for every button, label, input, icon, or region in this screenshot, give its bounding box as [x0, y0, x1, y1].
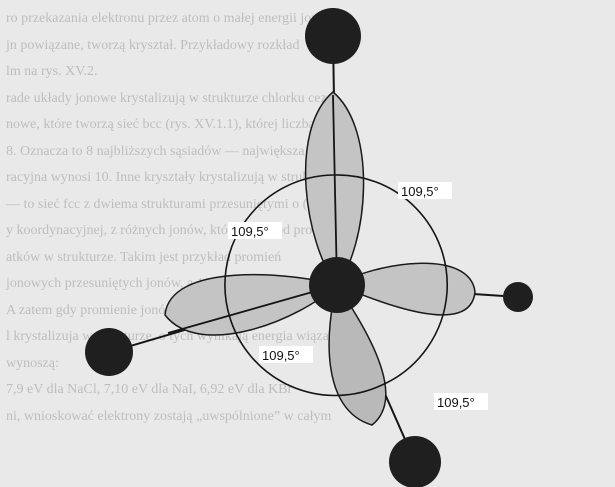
lobe-axis-top — [332, 94, 338, 286]
background-text-line: 7,9 eV dla NaCl, 7,10 eV dla NaI, 6,92 e… — [6, 382, 293, 397]
lobe-axis-left — [167, 284, 338, 334]
background-text-line: rade układy jonowe krystalizują w strukt… — [6, 90, 334, 106]
angle-label-top-right: 109,5° — [401, 184, 439, 199]
background-text-line: ni, wnioskować elektrony zostają „uwspól… — [6, 408, 332, 424]
background-text-line: ro przekazania elektronu przez atom o ma… — [6, 11, 349, 26]
outer-atom-bottom — [389, 436, 441, 487]
background-text-line: nowe, które tworzą sieć bcc (rys. XV.1.1… — [6, 117, 349, 132]
angle-label-bg — [228, 222, 282, 239]
angle-label-bg — [259, 346, 313, 363]
outer-atom-top — [305, 8, 361, 64]
angle-arc-lower-right — [381, 291, 448, 386]
angle-label-left: 109,5° — [231, 224, 269, 239]
angle-label-bottom-right: 109,5° — [437, 395, 475, 410]
angle-arc-lower-left — [229, 317, 383, 397]
background-text-line: jn powiązane, tworzą kryształ. Przykłado… — [6, 37, 300, 53]
outer-atom-right — [503, 282, 533, 312]
angle-arc-upper-right — [332, 174, 449, 293]
angle-label-bg — [398, 182, 452, 199]
background-text-line: lm na rys. XV.2. — [6, 64, 98, 79]
central-atom — [309, 257, 365, 313]
background-text-line: racyjna wynosi 10. Inne kryształy krysta… — [6, 170, 363, 185]
outer-atom-left — [85, 328, 133, 376]
orbital-lobe-left — [164, 273, 339, 336]
angle-label-bg — [434, 393, 488, 410]
background-text-line: wynoszą: — [6, 355, 59, 371]
background-text-line: 8. Oznacza to 8 najbliższych sąsiadów — … — [6, 143, 345, 159]
angle-label-bottom-left: 109,5° — [262, 348, 300, 363]
background-text-line: atków w strukturze. Takim jest przykład … — [6, 249, 282, 265]
angle-arc-upper-left — [224, 174, 334, 319]
orbital-lobe-right — [335, 262, 476, 316]
